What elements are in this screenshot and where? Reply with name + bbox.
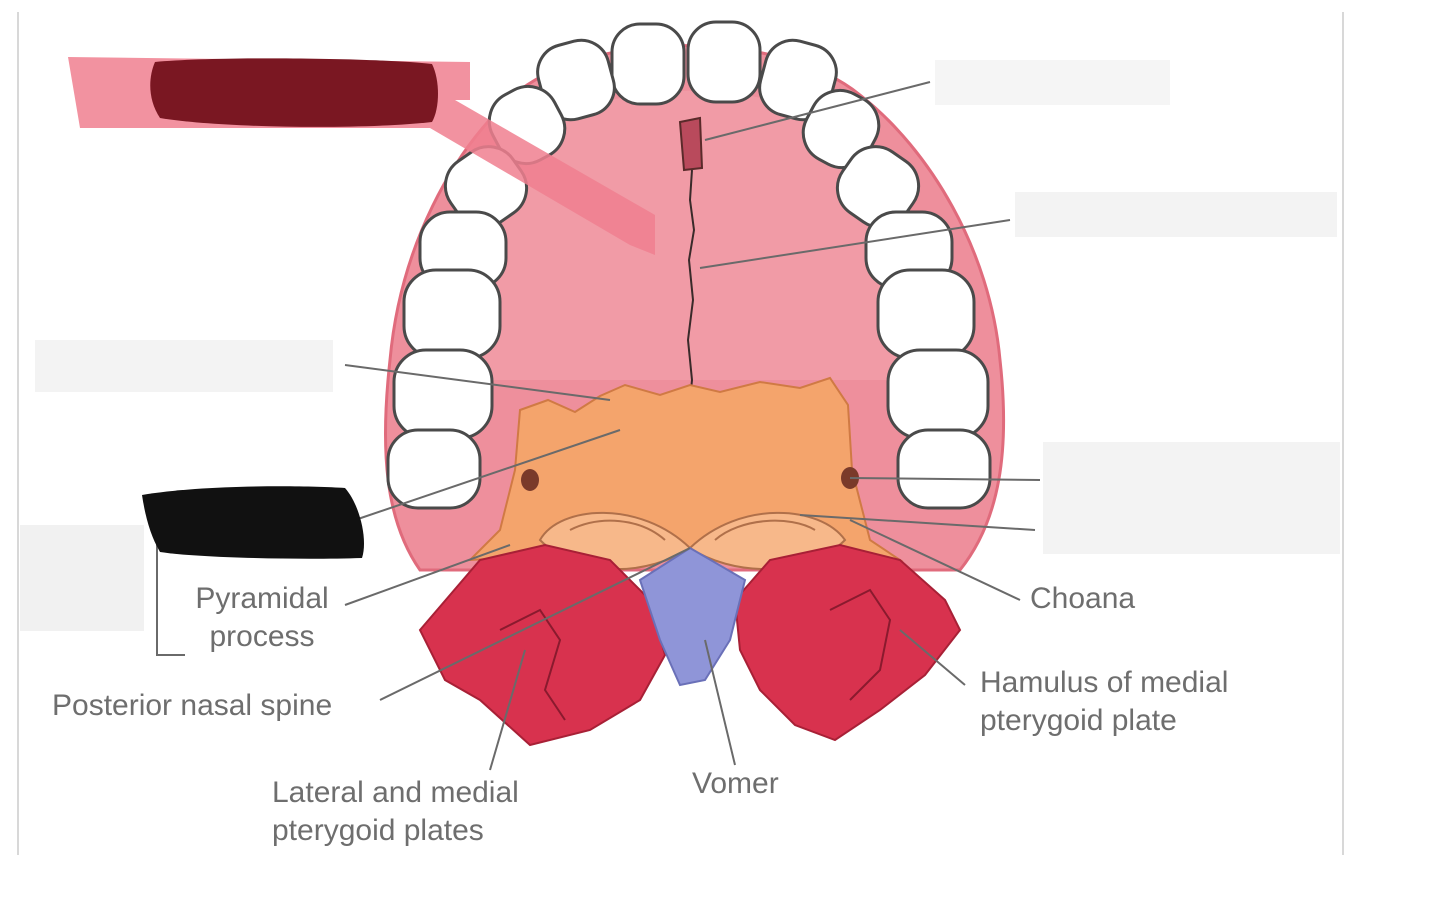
label-pyramidal-process: Pyramidal process — [172, 580, 352, 656]
incisive-fossa — [680, 118, 702, 170]
blank-label-box-top-right[interactable] — [935, 60, 1170, 105]
label-pyramidal-process-line2: process — [172, 618, 352, 656]
label-choana: Choana — [1030, 580, 1135, 618]
tooth — [888, 350, 988, 438]
label-pterygoid-plates-line2: pterygoid plates — [272, 812, 519, 850]
pterygoid-plates-right — [735, 545, 960, 740]
label-hamulus: Hamulus of medial pterygoid plate — [980, 664, 1228, 740]
redaction-black-scribble — [142, 486, 364, 558]
blank-label-box-left-2[interactable] — [20, 525, 144, 631]
label-posterior-nasal-spine: Posterior nasal spine — [52, 687, 332, 725]
label-pterygoid-plates: Lateral and medial pterygoid plates — [272, 774, 519, 850]
label-hamulus-line1: Hamulus of medial — [980, 664, 1228, 702]
blank-label-box-right-2[interactable] — [1043, 442, 1340, 554]
greater-palatine-foramen-left — [521, 469, 539, 491]
blank-label-box-left-1[interactable] — [35, 340, 333, 392]
pterygoid-plates-left — [420, 545, 665, 745]
tooth — [404, 270, 500, 358]
tooth — [878, 270, 974, 358]
redaction-dark-scribble — [150, 58, 438, 127]
label-vomer: Vomer — [692, 765, 779, 803]
tooth — [898, 430, 990, 508]
label-hamulus-line2: pterygoid plate — [980, 702, 1228, 740]
label-pterygoid-plates-line1: Lateral and medial — [272, 774, 519, 812]
tooth — [612, 24, 684, 104]
blank-label-box-right-1[interactable] — [1015, 192, 1337, 237]
tooth — [388, 430, 480, 508]
tooth — [688, 22, 760, 102]
label-pyramidal-process-line1: Pyramidal — [172, 580, 352, 618]
tooth — [394, 350, 492, 438]
